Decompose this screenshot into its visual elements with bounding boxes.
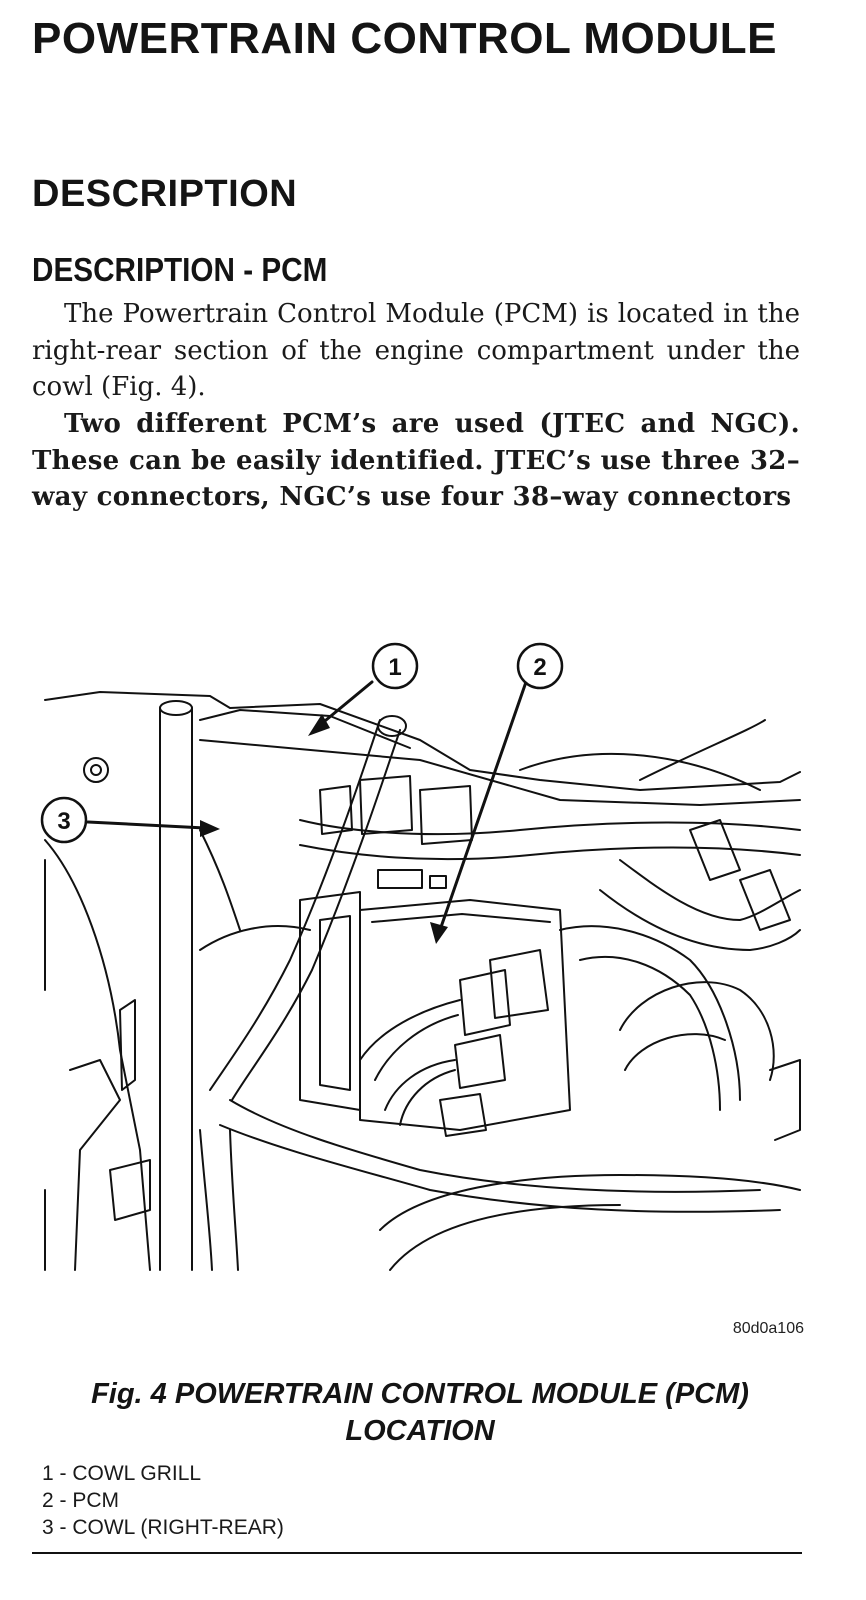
- subheading-description-pcm: DESCRIPTION - PCM: [32, 251, 328, 288]
- legend-item: 3 - COWL (RIGHT-REAR): [42, 1516, 284, 1539]
- body-paragraph-pcm-types: Two different PCM’s are used (JTEC and N…: [32, 409, 800, 512]
- bottom-rule: [32, 1552, 802, 1554]
- body-paragraph-location: The Powertrain Control Module (PCM) is l…: [32, 299, 800, 402]
- figure-legend: 1 - COWL GRILL 2 - PCM 3 - COWL (RIGHT-R…: [42, 1460, 284, 1541]
- callout-label-3: 3: [57, 808, 70, 835]
- figure-pcm-location: 1 2 3: [0, 630, 866, 1290]
- callout-circle-3: [40, 796, 88, 844]
- legend-item: 2 - PCM: [42, 1489, 120, 1512]
- section-title: POWERTRAIN CONTROL MODULE: [32, 14, 777, 63]
- engine-compartment-illustration: 1 2 3: [40, 642, 801, 1271]
- callout-label-2: 2: [533, 654, 546, 681]
- figure-caption: Fig. 4 POWERTRAIN CONTROL MODULE (PCM) L…: [91, 1378, 749, 1447]
- figure-code: 80d0a106: [732, 1320, 804, 1337]
- callout-circle-2: [516, 642, 564, 690]
- legend-item: 1 - COWL GRILL: [42, 1462, 202, 1485]
- heading-description: DESCRIPTION: [32, 173, 298, 215]
- callout-circle-1: [371, 642, 419, 690]
- callout-label-1: 1: [388, 654, 401, 681]
